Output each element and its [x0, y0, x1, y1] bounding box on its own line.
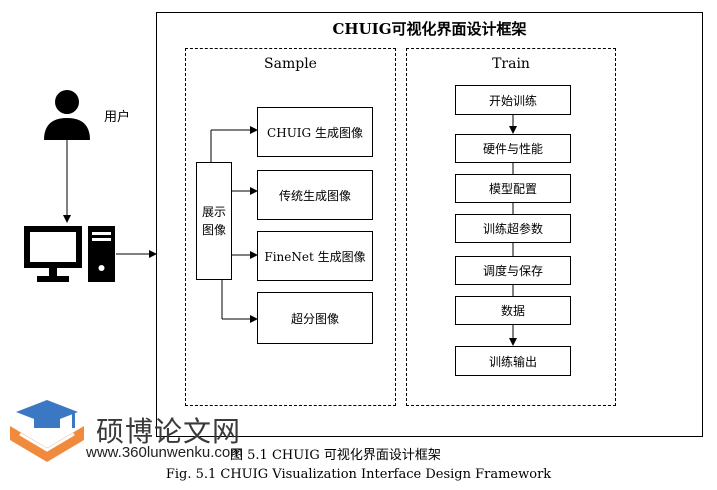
train-step-model-config: 模型配置 — [455, 174, 571, 203]
framework-frame — [156, 12, 703, 437]
output-superres-image: 超分图像 — [257, 292, 373, 344]
figure-caption-en: Fig. 5.1 CHUIG Visualization Interface D… — [165, 467, 552, 482]
train-step-data: 数据 — [455, 296, 571, 325]
sample-section — [185, 48, 396, 406]
user-label: 用户 — [104, 110, 131, 125]
train-step-hardware: 硬件与性能 — [455, 134, 571, 163]
figure-caption-cn-number: 图 5.1 — [230, 448, 268, 463]
graduation-cap-logo-icon — [10, 400, 84, 462]
train-step-schedule-save: 调度与保存 — [455, 256, 571, 285]
train-title: Train — [492, 56, 530, 72]
train-section — [406, 48, 616, 406]
watermark-title: 硕博论文网 — [96, 415, 242, 448]
train-step-hyperparams: 训练超参数 — [455, 214, 571, 243]
computer-icon — [24, 226, 115, 282]
watermark-url: www.360lunwenku.com — [86, 444, 243, 461]
output-finenet-image: FineNet 生成图像 — [257, 231, 373, 281]
sample-title: Sample — [264, 56, 317, 72]
display-image-box: 展示 图像 — [196, 162, 232, 280]
train-step-output: 训练输出 — [455, 346, 571, 376]
display-label-line-2: 图像 — [201, 223, 226, 237]
output-traditional-image: 传统生成图像 — [257, 170, 373, 220]
figure-caption-cn: 图 5.1 CHUIG 可视化界面设计框架 — [230, 444, 441, 463]
display-label-line-1: 展示 — [201, 205, 226, 219]
framework-title: CHUIG可视化界面设计框架 — [332, 20, 527, 38]
train-step-start: 开始训练 — [455, 85, 571, 115]
output-chuig-image: CHUIG 生成图像 — [257, 107, 373, 157]
user-icon — [44, 90, 90, 140]
figure-caption-cn-text: CHUIG 可视化界面设计框架 — [271, 448, 441, 463]
